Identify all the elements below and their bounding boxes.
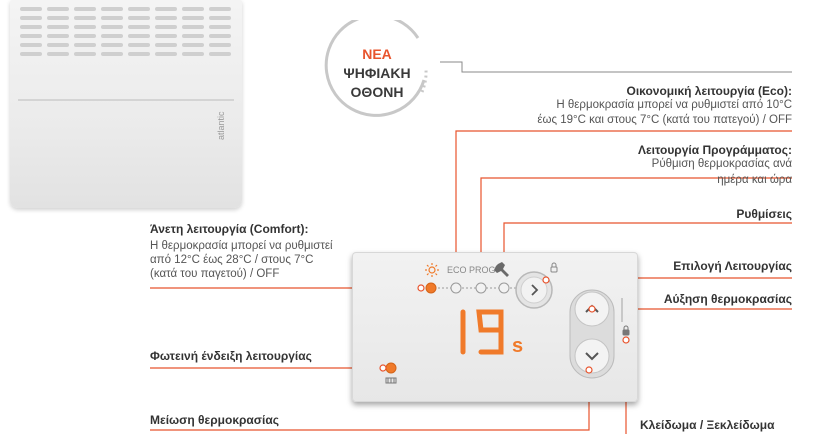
mode-dot-settings	[498, 282, 510, 294]
indicator-label: Φωτεινή ένδειξη λειτουργίας	[150, 349, 312, 363]
line-eco	[455, 130, 792, 258]
badge-line2: ΨΗΦΙΑΚΗ	[343, 65, 411, 81]
prog-desc-line1: Ρύθμιση θερμοκρασίας ανά	[651, 158, 792, 170]
settings-label: Ρυθμίσεις	[736, 207, 792, 221]
sun-icon	[425, 263, 439, 277]
wrench-icon	[494, 262, 509, 277]
mode-dots	[425, 282, 517, 294]
indicator-light	[385, 362, 397, 374]
comfort-desc-line3: (κατά του παγετού) / OFF	[150, 268, 280, 280]
temp-buttons-pill	[569, 289, 615, 379]
prog-title: Λειτουργία Προγράμματος:	[637, 143, 792, 157]
heat-icon	[385, 377, 397, 384]
mode-dot-comfort	[425, 282, 437, 294]
temp-up-label: Αύξηση θερμοκρασίας	[663, 292, 792, 306]
display-suffix: s	[512, 335, 523, 357]
mode-dot-eco	[450, 282, 462, 294]
mode-select-label: Επιλογή Λειτουργίας	[673, 259, 792, 273]
line-settings	[503, 222, 792, 258]
eco-title: Οικονομική λειτουργία (Eco):	[626, 84, 792, 98]
lock-label: Κλείδωμα / Ξεκλείδωμα	[640, 418, 775, 432]
heater-seam	[18, 99, 234, 101]
comfort-desc-line1: Η θερμοκρασία μπορεί να ρυθμιστεί	[150, 240, 333, 252]
control-panel: s	[352, 252, 638, 402]
temp-down-label: Μείωση θερμοκρασίας	[150, 413, 279, 427]
lock-icon	[622, 325, 630, 336]
mode-select-button	[515, 271, 553, 309]
mode-lock-icon	[550, 262, 558, 273]
badge-line3: ΟΘΟΝΗ	[350, 84, 404, 100]
badge-line1: ΝΕΑ	[362, 46, 392, 62]
mode-prog-text: PROG	[469, 265, 496, 275]
heater-grille	[20, 7, 231, 56]
comfort-title: Άνετη λειτουργία (Comfort):	[150, 222, 309, 236]
badge-ring	[324, 20, 428, 117]
eco-desc-line1: Η θερμοκρασία μπορεί να ρυθμιστεί από 10…	[556, 99, 792, 111]
panel-graphics: s	[385, 262, 630, 384]
mode-eco-text: ECO	[447, 265, 467, 275]
new-display-badge: ΝΕΑ ΨΗΦΙΑΚΗ ΟΘΟΝΗ	[314, 20, 440, 124]
mode-dot-prog	[475, 282, 487, 294]
display-digits	[460, 309, 504, 355]
prog-desc-line2: ημέρα και ώρα	[717, 174, 792, 186]
eco-desc-line2: έως 19°C και στους 7°C (κατά του πατεγού…	[537, 114, 792, 126]
temp-down-button	[574, 338, 610, 374]
line-prog	[480, 177, 792, 258]
heater-outline-line	[440, 61, 792, 73]
temp-up-button	[574, 291, 610, 327]
comfort-desc-line2: από 12°C έως 28°C / στους 7°C	[150, 254, 314, 266]
heater-illustration: atlantic	[10, 0, 242, 208]
